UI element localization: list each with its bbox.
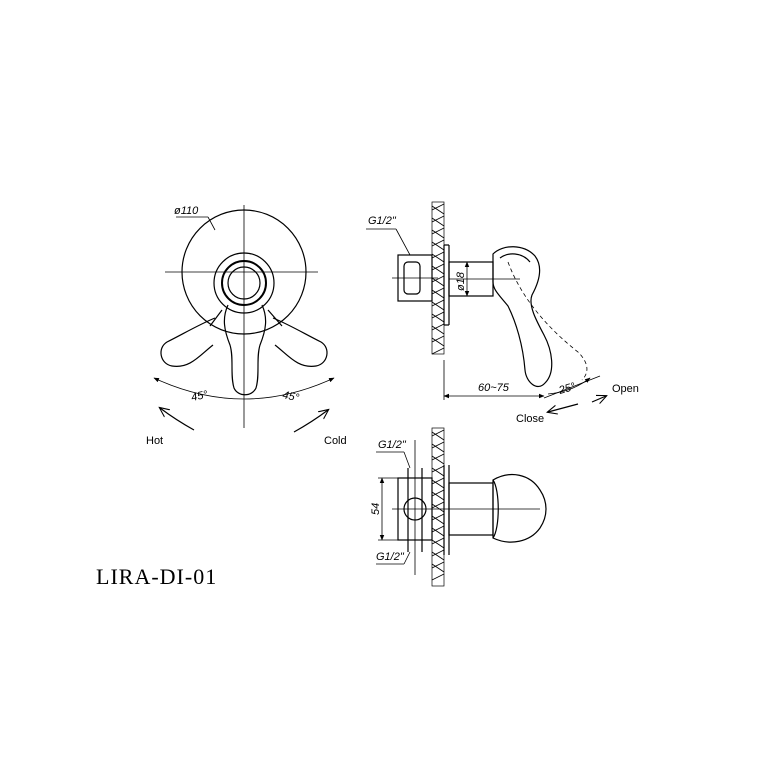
top-view: 54 G1/2" G1/2"	[370, 427, 547, 587]
open-arrow	[591, 396, 606, 402]
top-thread-top-label: G1/2"	[378, 439, 407, 451]
handle-center	[223, 304, 267, 396]
cold-label: Cold	[324, 435, 347, 447]
side-angle-label: 25°	[557, 381, 578, 398]
side-diameter-label: ø18	[455, 271, 467, 291]
close-arrow	[548, 403, 579, 412]
top-wall-hatch	[431, 429, 445, 581]
top-handle	[492, 473, 547, 543]
cold-arrow	[293, 410, 328, 433]
side-view: G1/2" ø18 60~75 25° Open Close	[366, 201, 639, 425]
top-height-label: 54	[370, 503, 382, 515]
handle-right-position	[272, 317, 328, 367]
front-diameter-label: ø110	[174, 205, 199, 217]
open-label: Open	[612, 383, 639, 395]
front-angle-right-label: 45°	[281, 389, 300, 404]
side-depth-label: 60~75	[478, 382, 510, 394]
side-wall-hatch	[431, 203, 445, 355]
model-name: LIRA-DI-01	[96, 564, 217, 589]
side-handle	[492, 246, 553, 388]
handle-left-position	[160, 317, 216, 367]
angle-arc	[153, 377, 335, 400]
top-thread-bottom-label: G1/2"	[376, 551, 405, 563]
close-label: Close	[516, 413, 544, 425]
side-thread-label: G1/2"	[368, 215, 397, 227]
front-angle-left-label: 45°	[190, 389, 209, 404]
hot-arrow	[160, 408, 195, 431]
front-view: ø110 45° 45° Hot Cold	[146, 205, 347, 447]
middle-ring	[221, 260, 267, 306]
outer-ring	[213, 252, 275, 314]
inner-ring	[227, 266, 261, 300]
hot-label: Hot	[146, 435, 163, 447]
